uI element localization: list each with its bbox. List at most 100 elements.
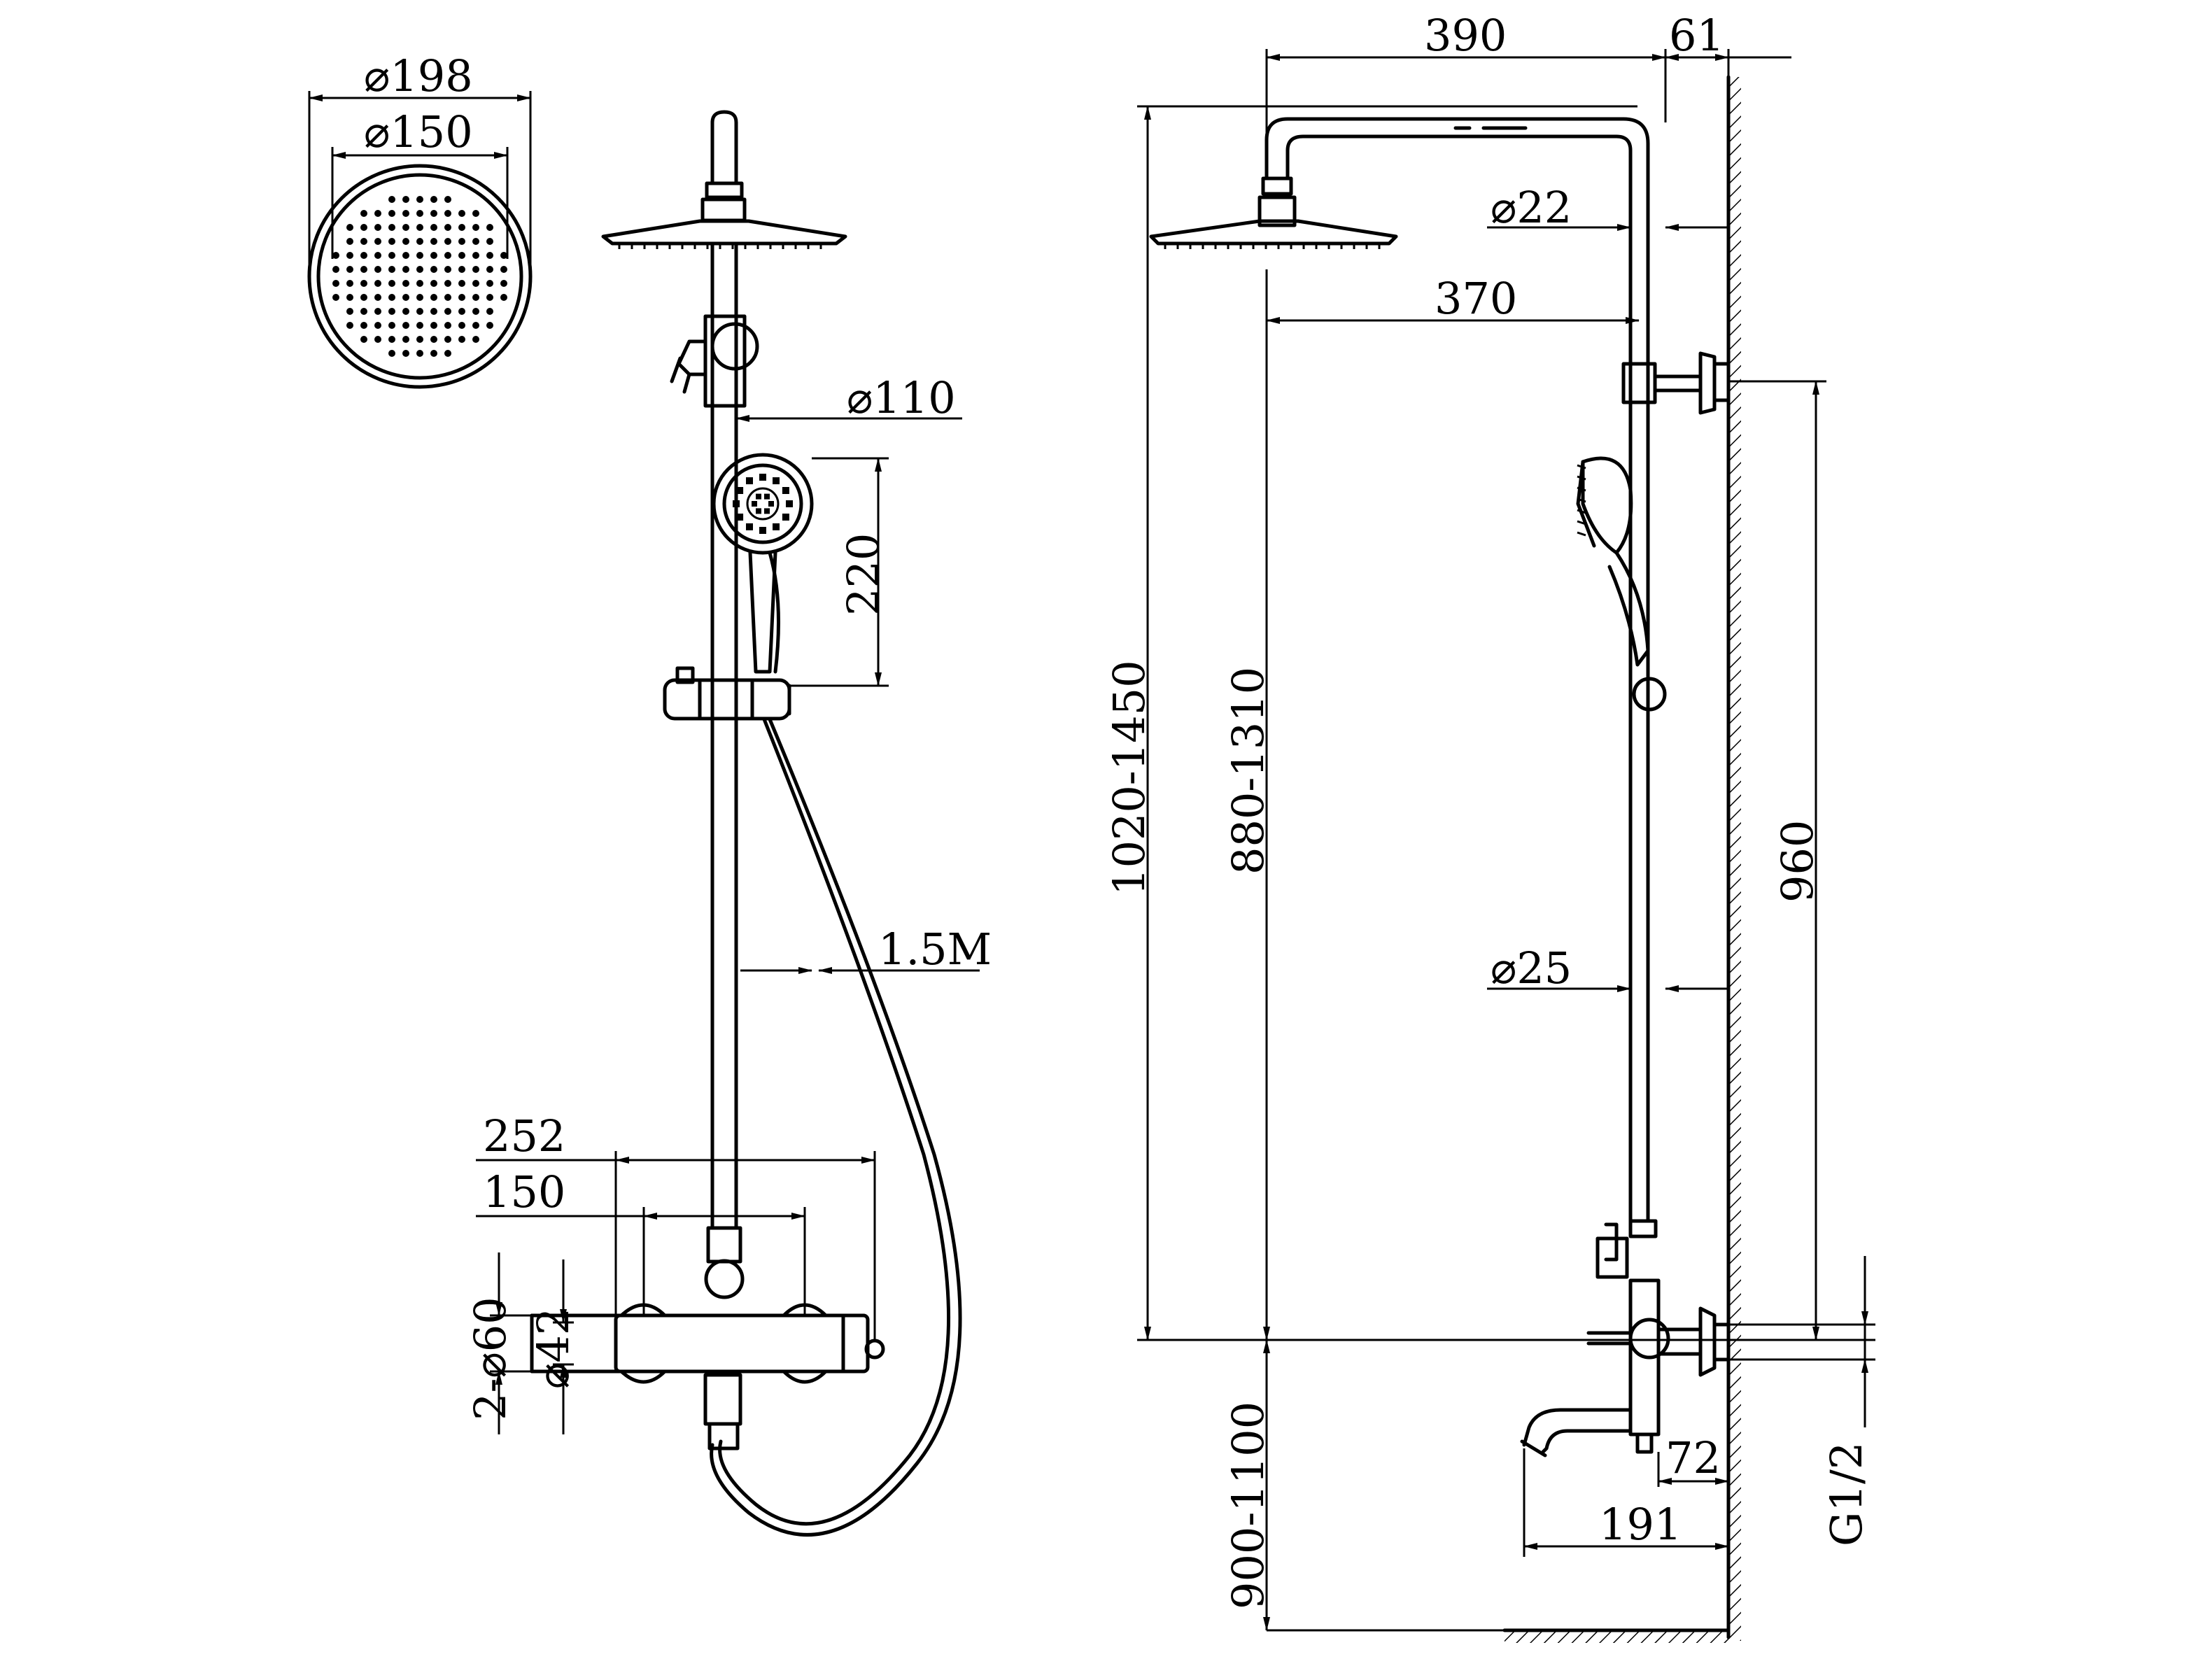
- nozzle-dot: [332, 294, 339, 301]
- nozzle-dot: [388, 196, 395, 203]
- nozzle-dot: [388, 350, 395, 357]
- nozzle-dot: [402, 210, 409, 217]
- dim-arm-tube-dia: ⌀22: [1491, 182, 1572, 233]
- nozzle-dot: [402, 266, 409, 273]
- nozzle-dot: [388, 210, 395, 217]
- dim-inlet-thread: G1/2: [1821, 1442, 1872, 1546]
- nozzle-dot: [458, 308, 465, 315]
- dim-inlet-spacing: 150: [483, 1166, 565, 1217]
- nozzle-dot: [444, 336, 451, 343]
- nozzle-tick: [1577, 475, 1586, 481]
- nozzle-dot: [402, 322, 409, 329]
- nozzle-dot: [430, 210, 437, 217]
- nozzle-dot: [374, 322, 381, 329]
- dim-total-height: 1020-1450: [1104, 660, 1155, 896]
- nozzle-dot: [402, 196, 409, 203]
- nozzle-dot: [486, 266, 493, 273]
- nozzle-dot: [402, 308, 409, 315]
- nozzle-dot: [486, 224, 493, 231]
- dim-rod-dia: ⌀25: [1491, 943, 1572, 994]
- nozzle-dot: [500, 294, 507, 301]
- nozzle-dot: [402, 336, 409, 343]
- nozzle-dot: [332, 280, 339, 287]
- nozzle-dot: [444, 350, 451, 357]
- nozzle-dot: [360, 252, 367, 259]
- nozzle-dot: [388, 336, 395, 343]
- nozzle-dot: [374, 266, 381, 273]
- nozzle-dot: [782, 487, 789, 494]
- nozzle-dot: [430, 238, 437, 245]
- nozzle-dot: [388, 266, 395, 273]
- nozzle-tick: [1577, 531, 1586, 537]
- nozzle-dot: [332, 266, 339, 273]
- nozzle-dot: [733, 500, 740, 507]
- nozzle-dot: [472, 308, 479, 315]
- dim-rod-height: 880-1310: [1223, 667, 1274, 875]
- nozzle-dot: [444, 238, 451, 245]
- nozzle-dot: [486, 308, 493, 315]
- nozzle-dot: [416, 252, 423, 259]
- nozzle-dot: [416, 308, 423, 315]
- nozzle-dot: [486, 238, 493, 245]
- nozzle-dot: [444, 266, 451, 273]
- nozzle-dot: [416, 294, 423, 301]
- nozzle-dot: [444, 252, 451, 259]
- nozzle-dot: [472, 294, 479, 301]
- nozzle-dot: [388, 322, 395, 329]
- dim-mixer-width: 252: [483, 1110, 565, 1162]
- nozzle-dot: [458, 294, 465, 301]
- nozzle-dot: [472, 266, 479, 273]
- nozzle-dot: [472, 210, 479, 217]
- nozzle-tick: [1577, 486, 1586, 492]
- nozzle-dot: [360, 322, 367, 329]
- nozzle-dot: [472, 252, 479, 259]
- nozzle-dot: [416, 336, 423, 343]
- nozzle-tick: [1577, 497, 1586, 503]
- nozzle-dot: [756, 508, 761, 514]
- nozzle-dot: [458, 322, 465, 329]
- nozzle-dot: [332, 252, 339, 259]
- dim-wall-offset: 61: [1669, 10, 1724, 61]
- nozzle-dot: [360, 210, 367, 217]
- nozzle-dot: [444, 308, 451, 315]
- dim-knob-dia: ⌀42: [528, 1308, 579, 1389]
- nozzle-dot: [430, 322, 437, 329]
- nozzle-dot: [430, 350, 437, 357]
- nozzle-dot: [444, 210, 451, 217]
- nozzle-dot: [486, 280, 493, 287]
- nozzle-dot: [430, 280, 437, 287]
- nozzle-dot: [458, 210, 465, 217]
- nozzle-dot: [773, 523, 780, 530]
- nozzle-dot: [752, 501, 757, 507]
- nozzle-dot: [486, 294, 493, 301]
- nozzle-dot: [500, 266, 507, 273]
- nozzle-dot: [773, 477, 780, 485]
- nozzle-dot: [346, 322, 353, 329]
- nozzle-dot: [472, 280, 479, 287]
- nozzle-dot: [472, 336, 479, 343]
- nozzle-dot: [360, 238, 367, 245]
- nozzle-dot: [416, 196, 423, 203]
- nozzle-dot: [430, 308, 437, 315]
- nozzle-dot: [736, 514, 744, 521]
- nozzle-dot: [458, 224, 465, 231]
- nozzle-dot: [416, 350, 423, 357]
- nozzle-dot: [388, 308, 395, 315]
- nozzle-dot: [360, 336, 367, 343]
- dim-head-inner-dia: ⌀150: [364, 106, 473, 157]
- nozzle-dot: [764, 508, 770, 514]
- nozzle-dot: [500, 280, 507, 287]
- nozzle-dot: [416, 266, 423, 273]
- nozzle-dot: [388, 224, 395, 231]
- nozzle-dot: [430, 266, 437, 273]
- nozzle-dot: [360, 280, 367, 287]
- nozzle-dot: [458, 252, 465, 259]
- handshower-nozzles: [733, 474, 793, 534]
- nozzle-dot: [374, 308, 381, 315]
- nozzle-dot: [374, 238, 381, 245]
- nozzle-dot: [346, 238, 353, 245]
- nozzle-dot: [430, 294, 437, 301]
- nozzle-dot: [374, 280, 381, 287]
- nozzle-dot: [402, 252, 409, 259]
